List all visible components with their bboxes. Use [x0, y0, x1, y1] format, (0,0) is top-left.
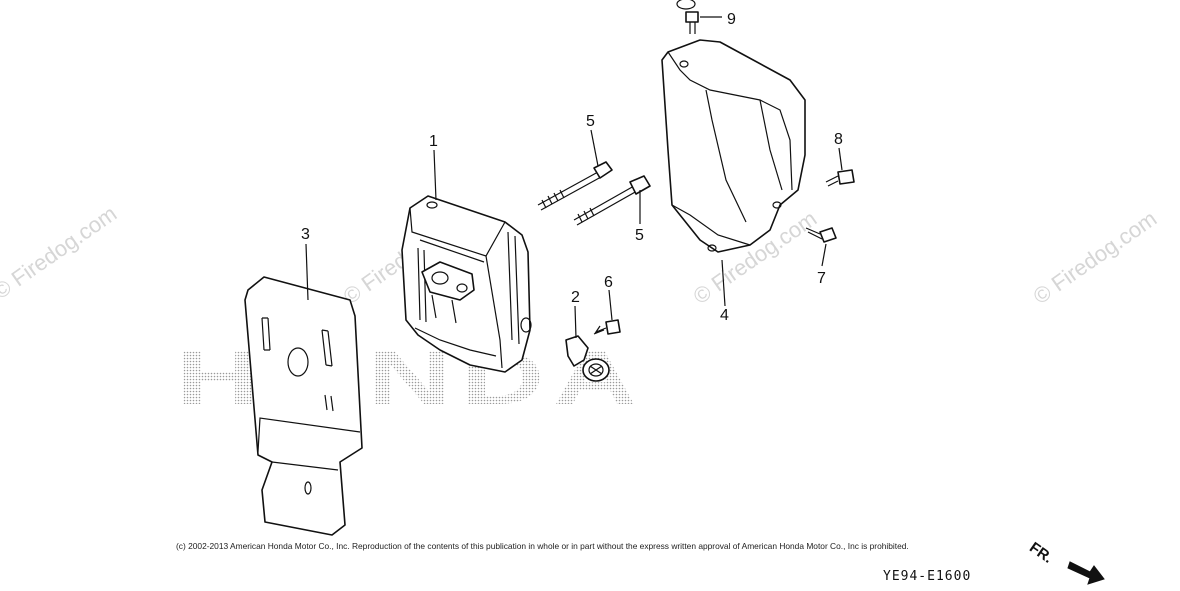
watermark-text: © Firedog.com [0, 201, 121, 304]
leader-lines [305, 16, 843, 339]
callout-7: 7 [817, 270, 826, 287]
watermark-group: © Firedog.com © Firedog.com © Firedog.co… [0, 201, 1161, 309]
callout-4: 4 [720, 307, 729, 324]
front-arrow-icon [1067, 561, 1105, 585]
callout-3: 3 [301, 226, 310, 243]
callout-6: 6 [604, 274, 613, 291]
part-9-bolt [676, 0, 699, 34]
copyright-notice: (c) 2002-2013 American Honda Motor Co., … [176, 541, 909, 551]
part-1-muffler [401, 195, 532, 373]
part-8-bolt [825, 169, 855, 187]
callout-1: 1 [429, 133, 438, 150]
callout-2: 2 [571, 289, 580, 306]
part-7-bolt [805, 227, 837, 243]
part-5-bolt-lower [573, 175, 651, 226]
callout-9: 9 [727, 11, 736, 28]
part-2-spark-arrester [565, 335, 610, 382]
callouts: 1 2 3 4 5 5 6 7 8 9 [301, 11, 843, 324]
part-3-heat-shield [244, 276, 363, 536]
diagram-code: YE94-E1600 [883, 569, 972, 584]
part-4-muffler-protector [661, 39, 806, 253]
watermark-text: © Firedog.com [1029, 206, 1162, 309]
callout-5-upper: 5 [586, 113, 595, 130]
part-6-screw [593, 319, 621, 335]
part-5-bolt-upper [537, 161, 613, 211]
callout-8: 8 [834, 131, 843, 148]
callout-5-lower: 5 [635, 227, 644, 244]
